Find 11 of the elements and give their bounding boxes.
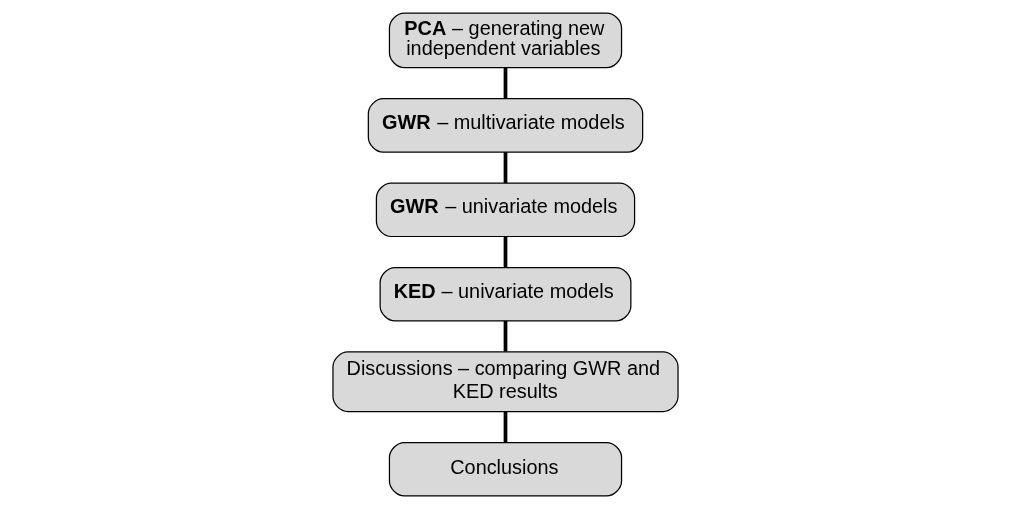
node-box: Conclusions (388, 441, 622, 497)
connector (503, 152, 507, 183)
node-box: Discussions – comparing GWR and KED results (331, 351, 679, 413)
connector (503, 67, 507, 99)
connector (503, 236, 507, 268)
node-box: GWR – multivariate models (367, 98, 643, 153)
connector (503, 411, 507, 443)
node-box: PCA – generating new independent variables (388, 12, 622, 69)
node-box: KED – univariate models (379, 266, 631, 322)
connector (503, 320, 507, 352)
node-box: GWR – univariate models (375, 182, 635, 238)
